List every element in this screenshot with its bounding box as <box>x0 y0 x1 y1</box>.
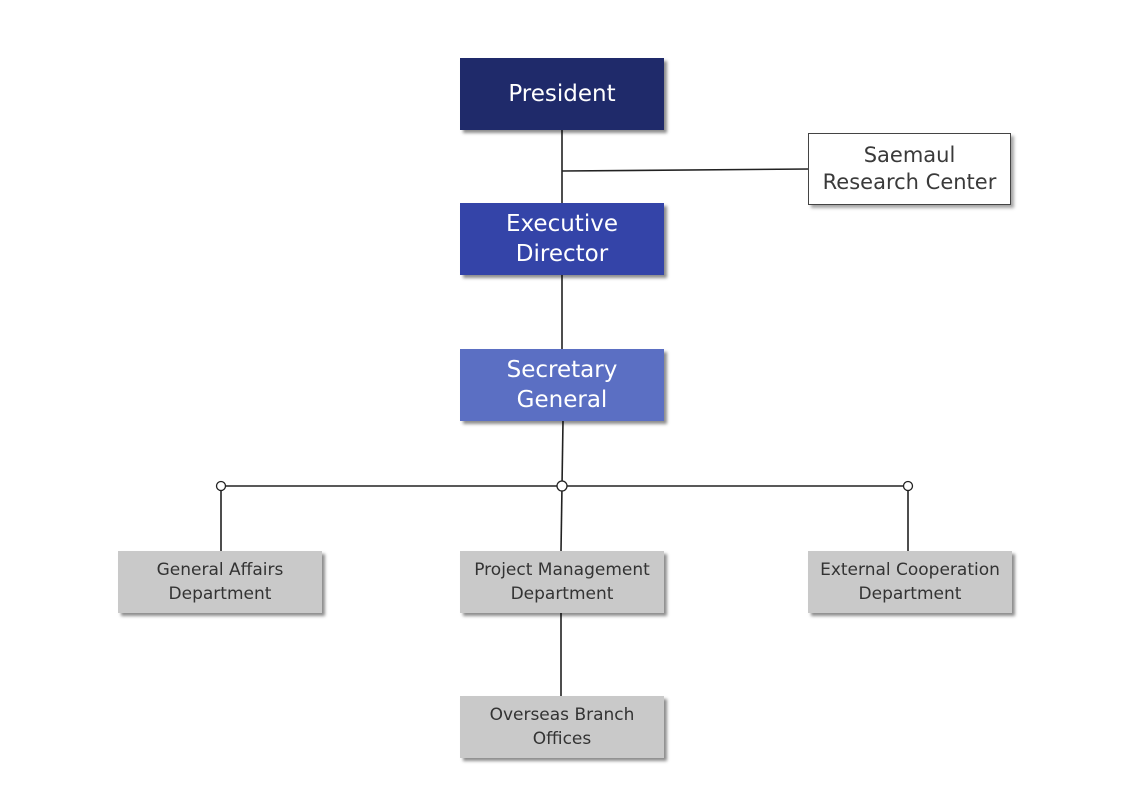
project-management-label: Project Management Department <box>474 560 650 604</box>
secretary-general-box: Secretary General <box>460 349 664 421</box>
president-label: President <box>508 81 616 107</box>
general-affairs-label: General Affairs Department <box>156 560 284 604</box>
research-center-box: Saemaul Research Center <box>808 133 1011 205</box>
research-center-label: Saemaul Research Center <box>822 143 997 194</box>
overseas-offices-label: Overseas Branch Offices <box>489 705 635 749</box>
general-affairs-box: General Affairs Department <box>118 551 322 613</box>
junction-dot-center <box>556 480 568 492</box>
connector-to-research-center <box>561 168 810 172</box>
junction-dot-left <box>215 480 227 492</box>
connector-secretary-to-bus <box>561 420 564 487</box>
external-cooperation-box: External Cooperation Department <box>808 551 1012 613</box>
secretary-general-label: Secretary General <box>506 357 618 413</box>
president-box: President <box>460 58 664 130</box>
external-cooperation-label: External Cooperation Department <box>820 560 1000 604</box>
project-management-box: Project Management Department <box>460 551 664 613</box>
overseas-offices-box: Overseas Branch Offices <box>460 696 664 758</box>
junction-dot-right <box>902 480 914 492</box>
executive-director-label: Executive Director <box>506 211 618 267</box>
executive-director-box: Executive Director <box>460 203 664 275</box>
connector-to-project-management <box>560 485 563 552</box>
